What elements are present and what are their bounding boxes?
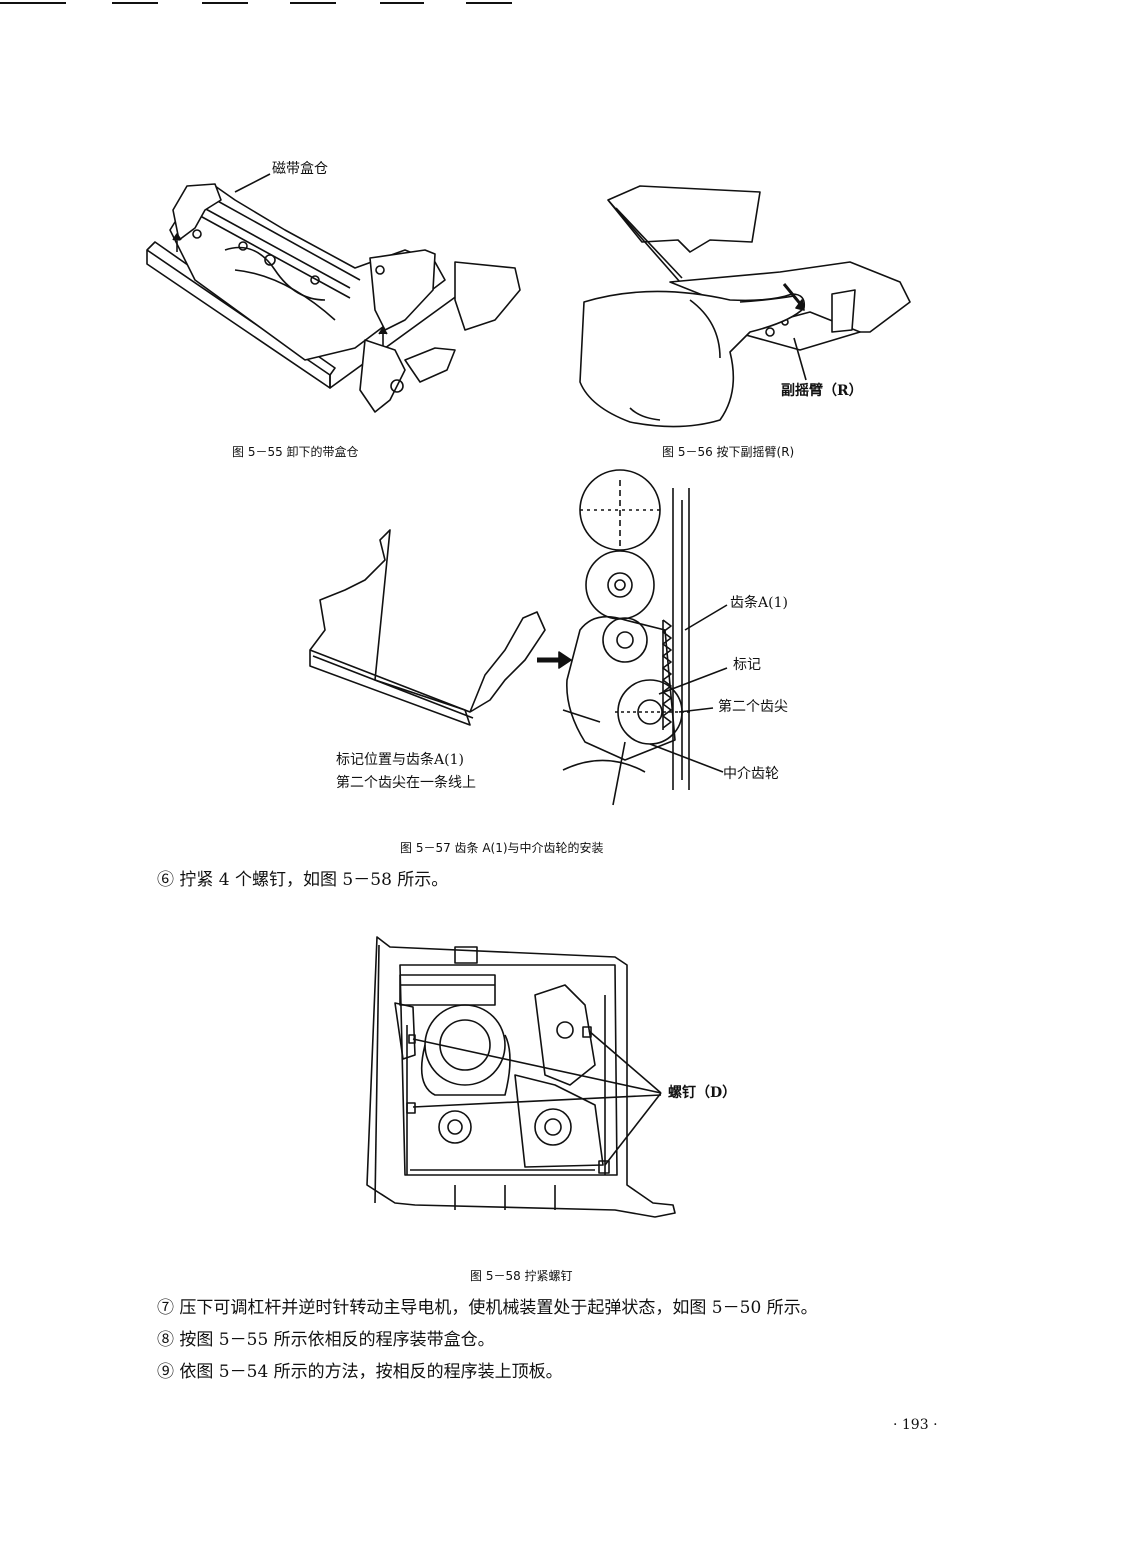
caption-figure-5-55: 图 5－55 卸下的带盒仓	[232, 445, 359, 459]
label-note-line2: 第二个齿尖在一条线上	[336, 775, 476, 791]
page-number: · 193 ·	[893, 1417, 938, 1433]
step-6-text: ⑥ 拧紧 4 个螺钉，如图 5－58 所示。	[157, 870, 449, 890]
label-rack-a1: 齿条A(1)	[730, 595, 788, 611]
figure-5-55-illustration	[135, 150, 525, 430]
top-rule	[290, 2, 336, 4]
step-7-text: ⑦ 压下可调杠杆并逆时针转动主导电机，使机械装置处于起弹状态，如图 5－50 所…	[157, 1298, 818, 1318]
figure-5-57-illustration	[305, 480, 715, 805]
label-screw-d: 螺钉（D）	[668, 1085, 737, 1101]
label-second-tooth: 第二个齿尖	[718, 699, 788, 715]
caption-figure-5-58: 图 5－58 拧紧螺钉	[470, 1269, 573, 1283]
step-8-text: ⑧ 按图 5－55 所示依相反的程序装带盒仓。	[157, 1330, 495, 1350]
top-rule	[0, 2, 66, 4]
top-rule	[380, 2, 424, 4]
top-rule	[466, 2, 512, 4]
caption-figure-5-57: 图 5－57 齿条 A(1)与中介齿轮的安装	[400, 841, 604, 855]
label-note-line1: 标记位置与齿条A(1)	[336, 752, 464, 768]
figure-5-56-illustration	[570, 182, 915, 432]
label-idler-gear: 中介齿轮	[723, 766, 779, 782]
step-9-text: ⑨ 依图 5－54 所示的方法，按相反的程序装上顶板。	[157, 1362, 563, 1382]
top-rule	[112, 2, 158, 4]
label-mark: 标记	[733, 657, 761, 673]
label-cassette-housing: 磁带盒仓	[272, 161, 328, 177]
caption-figure-5-56: 图 5－56 按下副摇臂(R)	[662, 445, 795, 459]
figure-5-58-illustration	[355, 935, 685, 1230]
label-sub-arm-r: 副摇臂（R）	[781, 383, 863, 399]
top-rule	[202, 2, 248, 4]
